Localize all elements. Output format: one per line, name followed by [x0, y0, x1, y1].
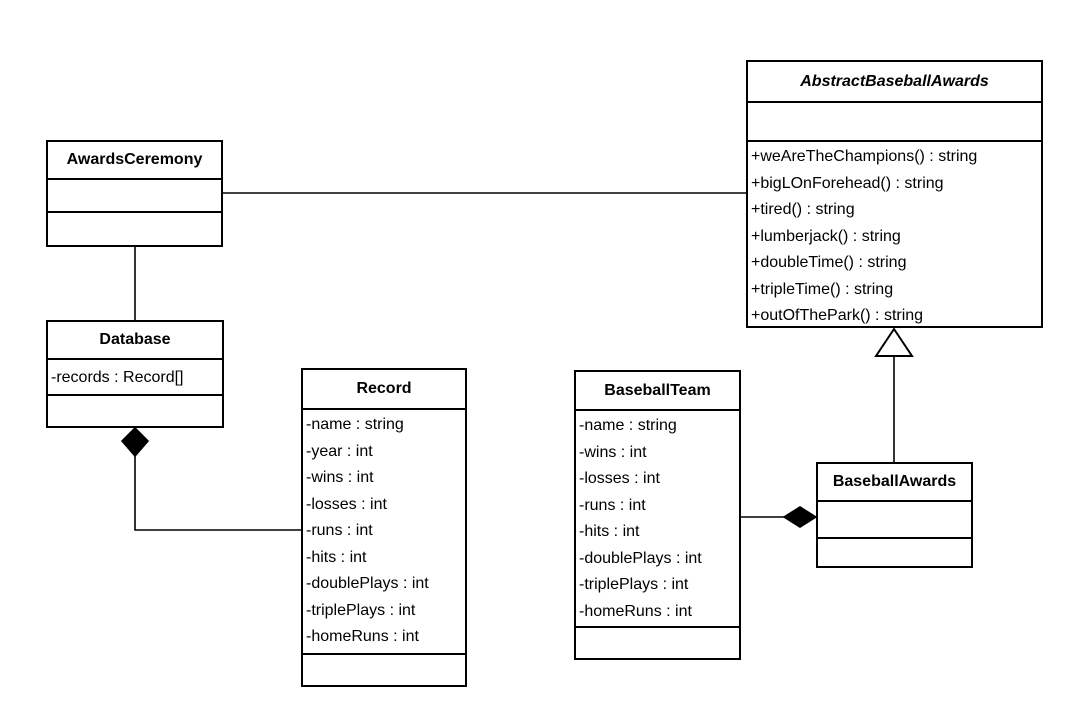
class-name-database: Database: [48, 322, 222, 360]
attribute-item: -triplePlays : int: [306, 601, 416, 619]
attributes-compartment-abstract-baseball-awards: [748, 103, 1041, 142]
attribute-item: -homeRuns : int: [579, 602, 692, 620]
attribute-item: -name : string: [579, 417, 677, 434]
class-name-awards-ceremony: AwardsCeremony: [48, 142, 221, 180]
connector-baseballawards-abstractbaseballawards: [874, 327, 914, 462]
class-box-record[interactable]: Record -name : string -year : int -wins …: [301, 368, 467, 687]
methods-compartment-baseball-awards: [818, 539, 971, 566]
class-name-record: Record: [303, 370, 465, 410]
class-name-abstract-baseball-awards: AbstractBaseballAwards: [748, 62, 1041, 103]
connector-database-record: [120, 426, 301, 531]
attribute-item: -doublePlays : int: [579, 549, 702, 567]
method-item: +tired() : string: [751, 201, 855, 218]
class-box-abstract-baseball-awards[interactable]: AbstractBaseballAwards +weAreTheChampion…: [746, 60, 1043, 328]
attribute-item: -losses : int: [579, 470, 660, 487]
method-item: +lumberjack() : string: [751, 227, 901, 245]
attribute-item: -doublePlays : int: [306, 575, 429, 592]
attribute-item: -wins : int: [579, 443, 647, 461]
attribute-item: -runs : int: [306, 522, 373, 539]
attribute-item: -runs : int: [579, 496, 646, 514]
filled-diamond-icon: [782, 506, 818, 528]
class-box-awards-ceremony[interactable]: AwardsCeremony: [46, 140, 223, 247]
attributes-compartment-record: -name : string -year : int -wins : int -…: [303, 410, 465, 655]
attributes-compartment-baseball-awards: [818, 502, 971, 539]
method-item: +tripleTime() : string: [751, 280, 894, 298]
attribute-item: -records : Record[]: [51, 369, 184, 386]
methods-compartment-baseball-team: [576, 628, 739, 658]
attribute-item: -year : int: [306, 442, 373, 460]
hollow-triangle-icon: [874, 327, 914, 357]
class-name-baseball-team: BaseballTeam: [576, 372, 739, 411]
attribute-item: -name : string: [306, 416, 404, 433]
class-box-database[interactable]: Database -records : Record[]: [46, 320, 224, 428]
methods-compartment-awards-ceremony: [48, 213, 221, 245]
attribute-item: -homeRuns : int: [306, 628, 419, 645]
attribute-item: -wins : int: [306, 469, 374, 486]
method-item: +outOfThePark() : string: [751, 307, 924, 324]
class-box-baseball-awards[interactable]: BaseballAwards: [816, 462, 973, 568]
attribute-item: -triplePlays : int: [579, 576, 689, 593]
attribute-item: -hits : int: [579, 523, 640, 540]
methods-compartment-record: [303, 655, 465, 685]
connector-baseballteam-baseballawards: [741, 506, 818, 528]
method-item: +bigLOnForehead() : string: [751, 174, 944, 192]
attribute-item: -losses : int: [306, 495, 387, 513]
class-box-baseball-team[interactable]: BaseballTeam -name : string -wins : int …: [574, 370, 741, 660]
method-item: +weAreTheChampions() : string: [751, 148, 978, 165]
filled-diamond-icon: [120, 426, 150, 458]
method-item: +doubleTime() : string: [751, 254, 907, 271]
attributes-compartment-database: -records : Record[]: [48, 360, 222, 396]
methods-compartment-abstract-baseball-awards: +weAreTheChampions() : string +bigLOnFor…: [748, 142, 1041, 326]
attribute-item: -hits : int: [306, 548, 367, 566]
class-name-baseball-awards: BaseballAwards: [818, 464, 971, 502]
attributes-compartment-awards-ceremony: [48, 180, 221, 213]
attributes-compartment-baseball-team: -name : string -wins : int -losses : int…: [576, 411, 739, 628]
methods-compartment-database: [48, 396, 222, 426]
